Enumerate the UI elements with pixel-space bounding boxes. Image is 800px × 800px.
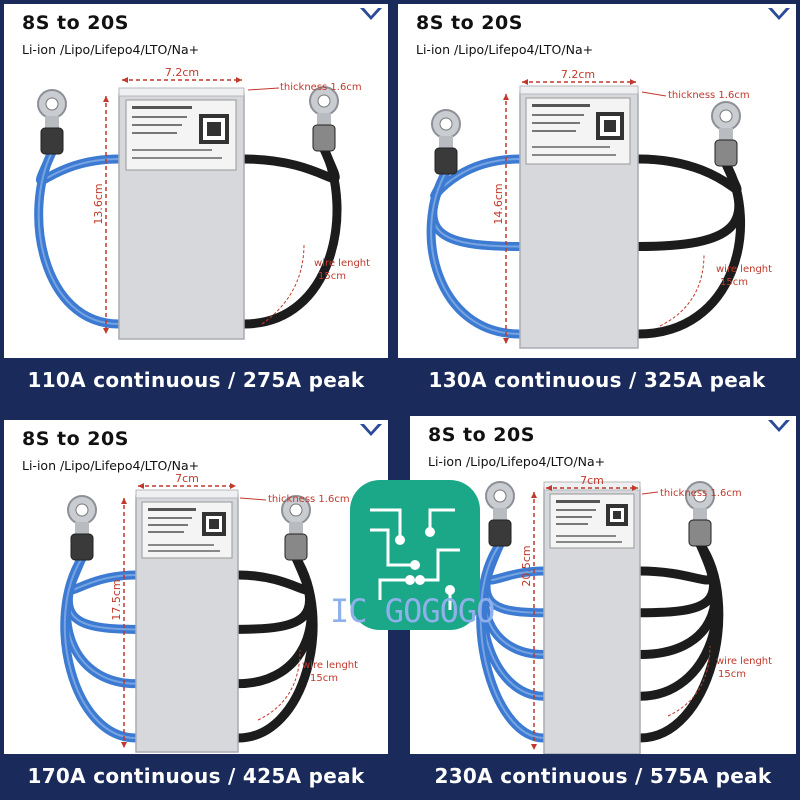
terminal-neck: [45, 116, 59, 130]
width-dimension: 7.2cm: [561, 68, 595, 81]
terminal-neck: [317, 113, 331, 127]
crimp-sleeve: [312, 124, 336, 152]
thickness-label: thickness 1.6cm: [660, 488, 742, 499]
panel-title: 8S to 20S: [416, 12, 523, 34]
terminal-neck: [289, 522, 303, 536]
current-rating-banner: 230A continuous / 575A peak: [410, 754, 796, 798]
product-panel-170a: 8S to 20S Li-ion /Lipo/Lifepo4/LTO/Na+ 7…: [4, 420, 388, 798]
wires-left: [426, 109, 525, 339]
terminal-neck: [493, 508, 507, 522]
wire-length-label: wire lenght: [716, 264, 772, 275]
chemistry-list: Li-ion /Lipo/Lifepo4/LTO/Na+: [416, 42, 594, 57]
crimp-sleeve: [40, 127, 64, 155]
crimp-sleeve: [434, 147, 458, 175]
width-dimension: 7cm: [175, 472, 199, 485]
product-panel-110a: 8S to 20S Li-ion /Lipo/Lifepo4/LTO/Na+ 7…: [4, 4, 388, 402]
brand-logo-icon: [360, 8, 382, 20]
bms-illustration: 7cm 17.5cm thickness 1.6cm wire lenght 1…: [60, 472, 358, 753]
wire-length-label: wire lenght: [716, 656, 772, 667]
crimp-sleeve: [688, 519, 712, 547]
wires-left: [34, 89, 124, 329]
black-wire: [633, 159, 746, 339]
current-rating-banner: 110A continuous / 275A peak: [4, 358, 388, 402]
black-wire: [239, 144, 342, 329]
thickness-label: thickness 1.6cm: [668, 90, 750, 101]
ring-terminal-hole: [693, 489, 707, 503]
ring-terminal-hole: [45, 97, 59, 111]
wires-left: [60, 495, 141, 743]
chemistry-list: Li-ion /Lipo/Lifepo4/LTO/Na+: [22, 42, 200, 57]
terminal-neck: [439, 136, 453, 150]
wire-length-value: 15cm: [318, 271, 346, 282]
crimp-sleeve: [70, 533, 94, 561]
bms-illustration: 7.2cm 14.6cm thickness 1.6cm wire lenght…: [426, 68, 772, 349]
wires-right: [633, 101, 746, 339]
height-dimension: 20.5cm: [520, 545, 533, 586]
bms-illustration: 7cm 20.5cm thickness 1.6cm wire lenght 1…: [476, 474, 772, 755]
crimp-sleeve: [488, 519, 512, 547]
chemistry-list: Li-ion /Lipo/Lifepo4/LTO/Na+: [428, 454, 606, 469]
watermark-chip-icon: [350, 480, 480, 630]
brand-logo-icon: [768, 420, 790, 432]
height-dimension: 13.6cm: [92, 183, 105, 224]
thickness-label: thickness 1.6cm: [280, 82, 362, 93]
ring-terminal-hole: [317, 94, 331, 108]
product-panel-130a: 8S to 20S Li-ion /Lipo/Lifepo4/LTO/Na+ 7…: [398, 4, 796, 402]
width-dimension: 7cm: [580, 474, 604, 487]
blue-wire-highlight: [63, 557, 137, 739]
current-rating-banner: 170A continuous / 425A peak: [4, 754, 388, 798]
brand-logo-icon: [360, 424, 382, 436]
watermark-text: IC GOGOGO: [330, 592, 495, 630]
chemistry-list: Li-ion /Lipo/Lifepo4/LTO/Na+: [22, 458, 200, 473]
ring-terminal-hole: [289, 503, 303, 517]
ring-terminal-hole: [439, 117, 453, 131]
height-dimension: 17.5cm: [110, 579, 123, 620]
ring-terminal-hole: [493, 489, 507, 503]
current-rating-banner: 130A continuous / 325A peak: [398, 358, 796, 402]
thickness-label: thickness 1.6cm: [268, 494, 350, 505]
terminal-neck: [75, 522, 89, 536]
terminal-neck: [693, 508, 707, 522]
wires-left: [476, 481, 549, 743]
crimp-sleeve: [284, 533, 308, 561]
wire-length-label: wire lenght: [314, 258, 370, 269]
ring-terminal-hole: [719, 109, 733, 123]
wires-right: [233, 495, 318, 743]
bms-illustration: 7.2cm 13.6cm thickness 1.6cm wire lenght…: [34, 66, 370, 340]
terminal-neck: [719, 128, 733, 142]
black-wire: [635, 539, 724, 743]
wire-length-label: wire lenght: [302, 660, 358, 671]
wire-length-value: 15cm: [720, 277, 748, 288]
wires-right: [239, 86, 342, 329]
wire-length-value: 15cm: [310, 673, 338, 684]
wires-right: [635, 481, 724, 743]
blue-wire-highlight: [479, 543, 545, 739]
crimp-sleeve: [714, 139, 738, 167]
black-wire: [233, 553, 318, 743]
brand-logo-icon: [768, 8, 790, 20]
ring-terminal-hole: [75, 503, 89, 517]
height-dimension: 14.6cm: [492, 183, 505, 224]
panel-title: 8S to 20S: [428, 424, 535, 446]
blue-wire-highlight: [37, 151, 120, 325]
blue-wire-highlight: [430, 171, 521, 335]
panel-title: 8S to 20S: [22, 12, 129, 34]
blue-wire: [426, 167, 525, 339]
panel-title: 8S to 20S: [22, 428, 129, 450]
wire-length-value: 15cm: [718, 669, 746, 680]
width-dimension: 7.2cm: [165, 66, 199, 79]
